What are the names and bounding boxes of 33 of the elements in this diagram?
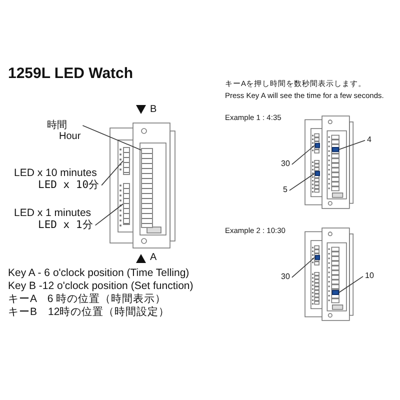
leader-line bbox=[292, 145, 315, 165]
callout-label: LED x 10分 bbox=[38, 180, 100, 192]
leader-line bbox=[338, 276, 364, 293]
key-label: B bbox=[150, 104, 157, 115]
callout-number: 4 bbox=[367, 136, 372, 145]
leader-line bbox=[94, 204, 124, 226]
key-note: Key A - 6 o'clock position (Time Telling) bbox=[8, 268, 190, 280]
callout-number: 5 bbox=[283, 186, 288, 195]
lit-led bbox=[332, 290, 339, 295]
key-note: Key B -12 o'clock position (Set function) bbox=[8, 281, 194, 293]
callout-label: LED x 1分 bbox=[38, 220, 94, 232]
callout-label: LED x 1 minutes bbox=[14, 208, 92, 220]
lit-led bbox=[332, 147, 339, 152]
key-label: A bbox=[150, 252, 157, 263]
callout-number: 10 bbox=[365, 272, 374, 281]
led-column bbox=[123, 147, 130, 175]
callout-label: Hour bbox=[59, 131, 81, 142]
key-note: キーB 12時の位置（時間設定） bbox=[8, 307, 170, 319]
lit-led bbox=[314, 255, 320, 260]
callout-number: 30 bbox=[281, 160, 290, 169]
leader-line bbox=[289, 173, 315, 191]
leader-line bbox=[338, 140, 366, 150]
lit-led bbox=[314, 171, 320, 176]
callout-number: 30 bbox=[281, 273, 290, 282]
leader-line bbox=[292, 257, 315, 278]
callout-label: 時間 bbox=[47, 120, 68, 131]
leader-line bbox=[82, 125, 142, 150]
lit-led bbox=[314, 143, 320, 148]
led-column bbox=[141, 148, 153, 228]
key-note: キーA 6 時の位置（時間表示） bbox=[8, 294, 166, 306]
led-column bbox=[123, 183, 130, 225]
callout-label: LED x 10 minutes bbox=[14, 168, 98, 180]
diagram-title: 1259L LED Watch bbox=[8, 66, 134, 82]
